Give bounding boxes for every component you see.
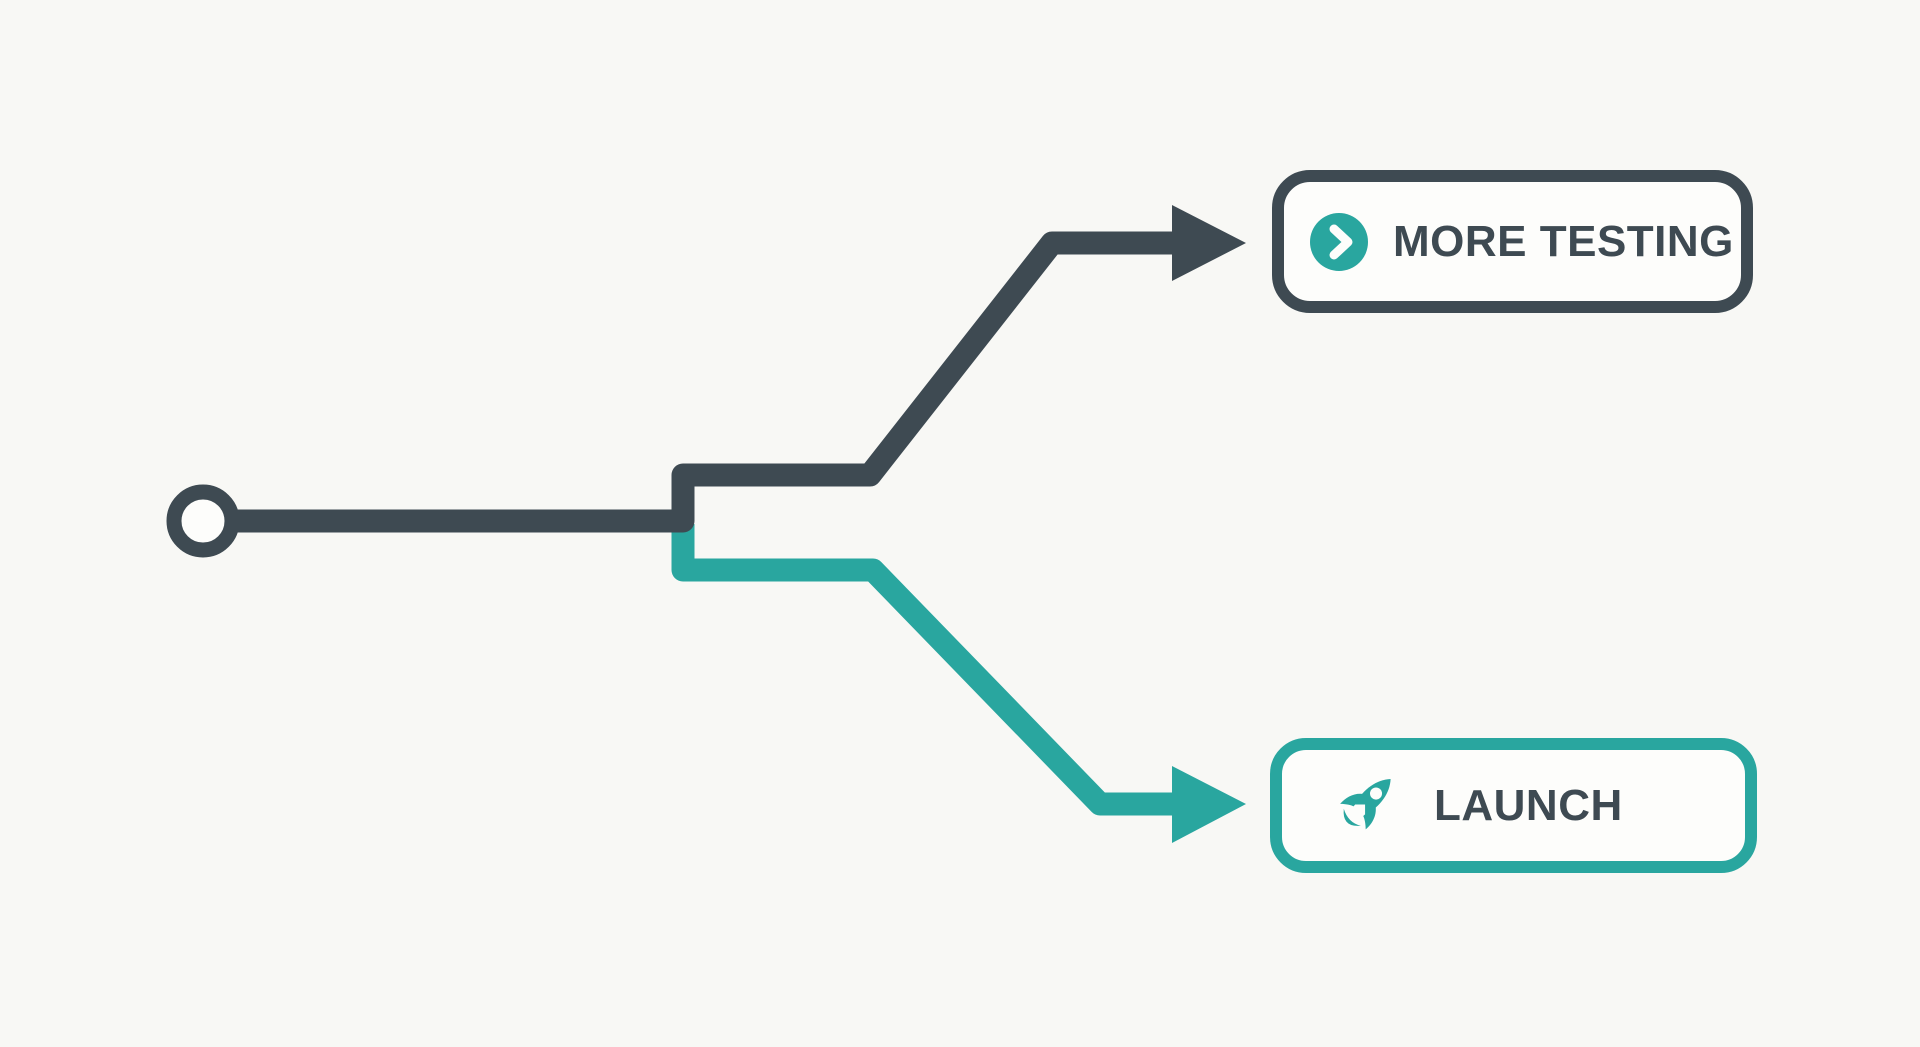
node-launch-label: LAUNCH: [1434, 780, 1623, 830]
node-more-testing: MORE TESTING: [1272, 170, 1753, 313]
node-launch: LAUNCH: [1270, 738, 1757, 873]
launch-branch-line: [671, 524, 1184, 816]
testing-arrowhead-icon: [1172, 205, 1246, 281]
node-more-testing-label: MORE TESTING: [1393, 216, 1734, 266]
launch-arrowhead-icon: [1172, 766, 1246, 843]
testing-branch-line: [203, 231, 1184, 533]
chevron-right-circle-icon: [1310, 212, 1368, 271]
rocket-icon: [1324, 762, 1410, 850]
start-node-circle: [166, 484, 240, 558]
